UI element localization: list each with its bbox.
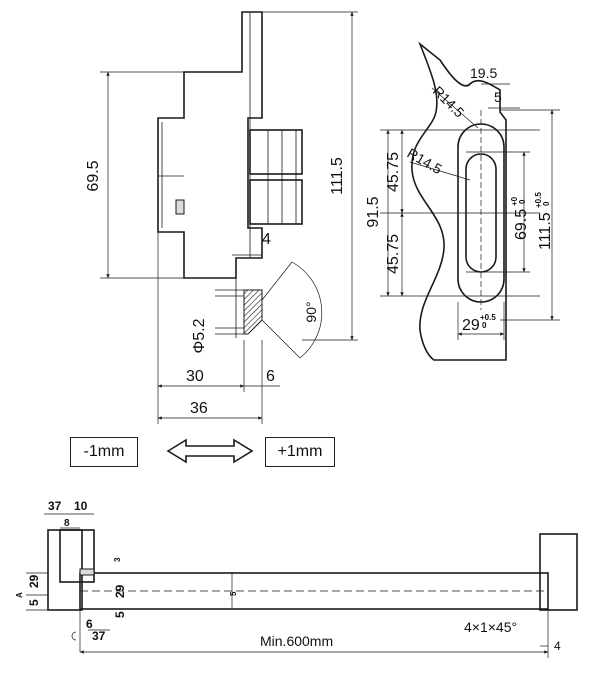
front-view: 19.5 5 R14.5 R14.5 91.5 45.75 45.75 69.5… (365, 41, 560, 361)
svg-text:29: 29 (462, 317, 480, 334)
bolt-head (243, 289, 263, 335)
minus-1mm-label: -1mm (70, 437, 138, 467)
svg-text:+0.5: +0.5 (480, 313, 496, 322)
dim-29-right: 29 (113, 584, 127, 598)
dim-37-top: 37 (48, 499, 62, 513)
plus-1mm-label: +1mm (265, 437, 335, 467)
dim-111-5-tolerance: 111.5 +0.5 0 (534, 192, 554, 250)
dim-45-75-bottom: 45.75 (385, 234, 402, 274)
latch-upper (249, 129, 303, 175)
dim-8-top: 8 (64, 518, 70, 529)
dim-6-side: 6 (266, 368, 275, 385)
dim-19-5: 19.5 (470, 65, 497, 81)
dim-5-left: 5 (27, 599, 41, 606)
dim-dia-5-2: Φ5.2 (191, 318, 208, 353)
double-arrow-icon (166, 438, 254, 464)
svg-text:0: 0 (482, 321, 487, 330)
dim-5-front: 5 (494, 89, 502, 105)
dim-91-5: 91.5 (365, 196, 382, 227)
svg-text:69.5: 69.5 (513, 209, 530, 240)
adjustment-arrow (166, 438, 254, 464)
svg-text:0: 0 (542, 201, 551, 206)
dim-29-tolerance: 29 +0.5 0 (462, 313, 496, 334)
svg-text:111.5: 111.5 (537, 212, 554, 250)
dim-36-side: 36 (190, 400, 208, 417)
dim-45-75-top: 45.75 (385, 152, 402, 192)
side-view: 69.5 111.5 4 90° Φ5.2 30 6 36 (85, 11, 358, 424)
tab-detail (79, 568, 95, 576)
angle-arc (291, 261, 323, 359)
dim-30-side: 30 (186, 368, 204, 385)
dim-69-5-side: 69.5 (85, 160, 102, 191)
bracket-left (47, 529, 83, 611)
bottom-view: 37 10 8 3 A 29 5 29 5 5 6 37 Min.600mm 4… (15, 499, 578, 658)
dim-6-bottom: 6 (86, 617, 93, 631)
latch-lower (249, 179, 303, 225)
dim-a: A (15, 592, 24, 598)
c-mark (71, 631, 77, 641)
dim-5-center: 5 (229, 591, 238, 596)
dim-5-right: 5 (113, 611, 127, 618)
dim-37-bottom: 37 (92, 629, 106, 643)
dim-4-side: 4 (262, 231, 271, 248)
dim-3: 3 (113, 557, 122, 562)
dim-111-5-side: 111.5 (329, 157, 346, 195)
dim-r14-5-mid: R14.5 (405, 145, 446, 178)
strike-plate-outline (411, 41, 507, 361)
dim-69-5-tolerance: 69.5 +0 0 (510, 196, 530, 240)
dim-29-left: 29 (27, 574, 41, 588)
dim-4-end: 4 (554, 639, 561, 653)
dim-angle-90: 90° (303, 301, 319, 322)
bracket-inner (59, 529, 95, 583)
svg-text:0: 0 (518, 199, 527, 204)
lock-body-outline (157, 11, 263, 279)
dim-min-length: Min.600mm (260, 633, 333, 649)
dim-chamfer: 4×1×45° (464, 619, 517, 635)
rod-end-cap (539, 533, 578, 611)
svg-text:+0.5: +0.5 (534, 192, 543, 208)
dim-10: 10 (74, 499, 88, 513)
follower-detail (175, 199, 185, 215)
svg-text:+0: +0 (510, 196, 519, 206)
